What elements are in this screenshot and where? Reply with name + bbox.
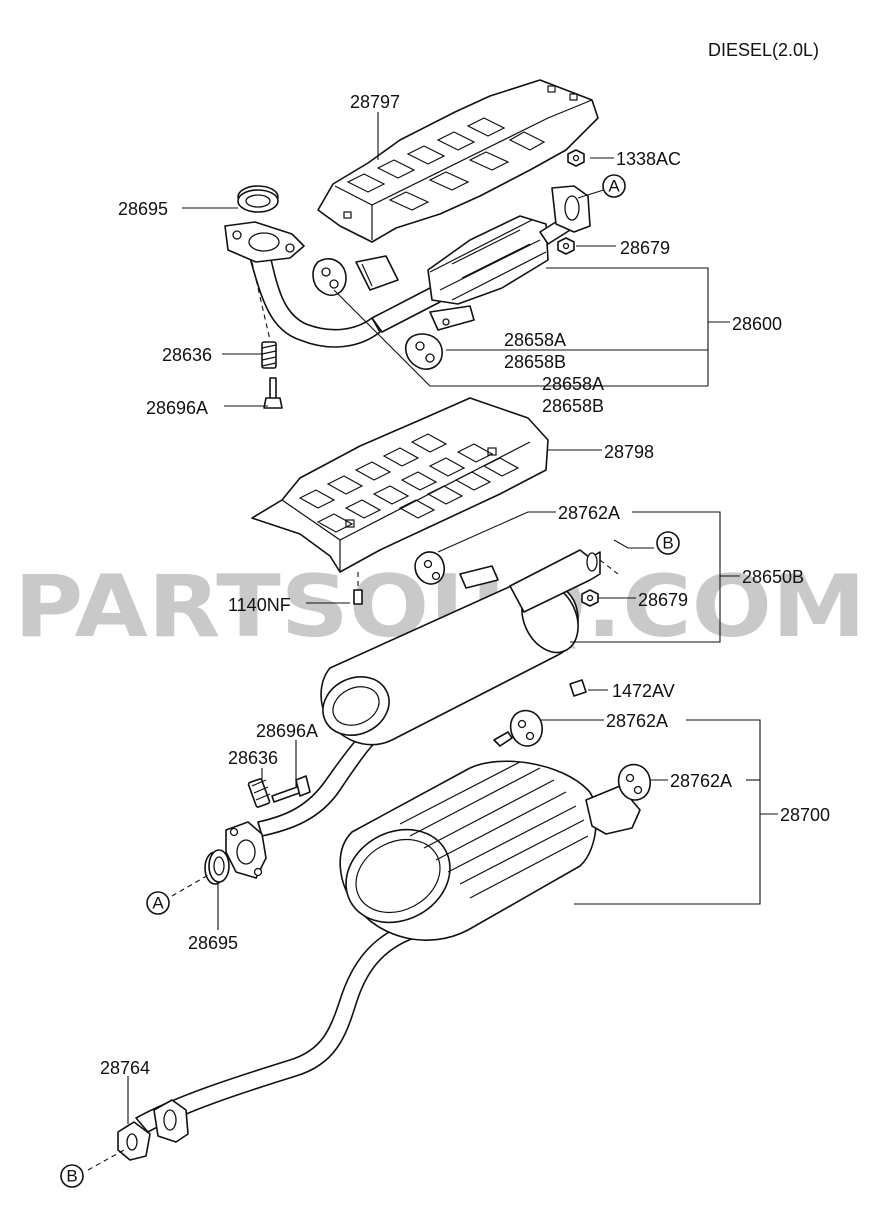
upper-heat-shield[interactable]	[317, 79, 599, 243]
label-28762a-r2[interactable]: 28762A	[670, 771, 732, 791]
callout-b-bottom[interactable]: B	[60, 1164, 84, 1188]
rubber-hanger-28762a-mid[interactable]	[414, 551, 445, 585]
label-28650b[interactable]: 28650B	[742, 567, 804, 587]
callout-b-mid-text: B	[662, 534, 673, 553]
bolt-28696a-mid[interactable]	[271, 775, 311, 803]
leader-lines	[127, 112, 778, 1124]
clip-1472av[interactable]	[569, 679, 587, 697]
nut-28679-mid[interactable]	[581, 589, 599, 607]
label-1472av[interactable]: 1472AV	[612, 681, 675, 701]
callout-a-top-text: A	[608, 177, 620, 196]
lower-heat-shield[interactable]	[251, 397, 549, 573]
label-28658a-2[interactable]: 28658A	[542, 374, 604, 394]
spring-28636-mid[interactable]	[247, 778, 271, 808]
gasket-28764[interactable]	[117, 1121, 151, 1161]
center-muffler[interactable]	[257, 549, 601, 837]
callout-a-bottom-text: A	[152, 894, 164, 913]
bolt-1140nf[interactable]	[353, 572, 363, 605]
label-28679-top[interactable]: 28679	[620, 238, 670, 258]
rubber-hanger-28658-lower[interactable]	[404, 333, 443, 370]
dash-line-b-bottom	[87, 1149, 125, 1171]
label-28762a-r1[interactable]: 28762A	[606, 711, 668, 731]
bolt-28696a-top[interactable]	[263, 377, 283, 409]
callout-b-bottom-text: B	[66, 1167, 77, 1186]
tailpipe-flange[interactable]	[153, 1099, 189, 1143]
label-28696a-top[interactable]: 28696A	[146, 398, 208, 418]
label-28797[interactable]: 28797	[350, 92, 400, 112]
mid-pipe-flange[interactable]	[225, 821, 267, 879]
catalytic-converter[interactable]	[355, 185, 591, 333]
nut-28679-top[interactable]	[557, 237, 575, 255]
engine-label: DIESEL(2.0L)	[708, 40, 819, 60]
label-28600[interactable]: 28600	[732, 314, 782, 334]
callout-b-mid[interactable]: B	[656, 531, 680, 555]
front-pipe[interactable]	[224, 221, 381, 348]
label-1140nf[interactable]: 1140NF	[228, 595, 291, 615]
dash-line-front-pipe	[251, 261, 271, 341]
hanger-bracket[interactable]	[429, 305, 475, 331]
label-1338ac[interactable]: 1338AC	[616, 149, 681, 169]
label-28658b-2[interactable]: 28658B	[542, 396, 604, 416]
dash-line-a-bottom	[171, 873, 211, 897]
label-28679-mid[interactable]: 28679	[638, 590, 688, 610]
rear-muffler[interactable]	[135, 731, 641, 1133]
label-28658b-1[interactable]: 28658B	[504, 352, 566, 372]
callout-a-bottom[interactable]: A	[146, 891, 170, 915]
label-28762a-mid[interactable]: 28762A	[558, 503, 620, 523]
label-28695-bottom[interactable]: 28695	[188, 933, 238, 953]
label-28700[interactable]: 28700	[780, 805, 830, 825]
label-28636-top[interactable]: 28636	[162, 345, 212, 365]
callout-a-top[interactable]: A	[602, 174, 626, 198]
label-28798[interactable]: 28798	[604, 442, 654, 462]
label-28764[interactable]: 28764	[100, 1058, 150, 1078]
nut-1338ac[interactable]	[567, 149, 585, 167]
spring-28636-top[interactable]	[261, 341, 277, 369]
gasket-ring-28695-bottom[interactable]	[204, 849, 230, 885]
label-28696a-mid[interactable]: 28696A	[256, 721, 318, 741]
rubber-hanger-28762a-r2[interactable]	[617, 763, 651, 801]
label-28695-top[interactable]: 28695	[118, 199, 168, 219]
gasket-ring-28695-top[interactable]	[237, 185, 279, 213]
rubber-hanger-28762a-r1[interactable]	[509, 709, 543, 747]
label-28658a-1[interactable]: 28658A	[504, 330, 566, 350]
rubber-hanger-28658-upper[interactable]	[312, 258, 347, 296]
label-28636-mid[interactable]: 28636	[228, 748, 278, 768]
dash-line-b-mid	[599, 559, 619, 575]
